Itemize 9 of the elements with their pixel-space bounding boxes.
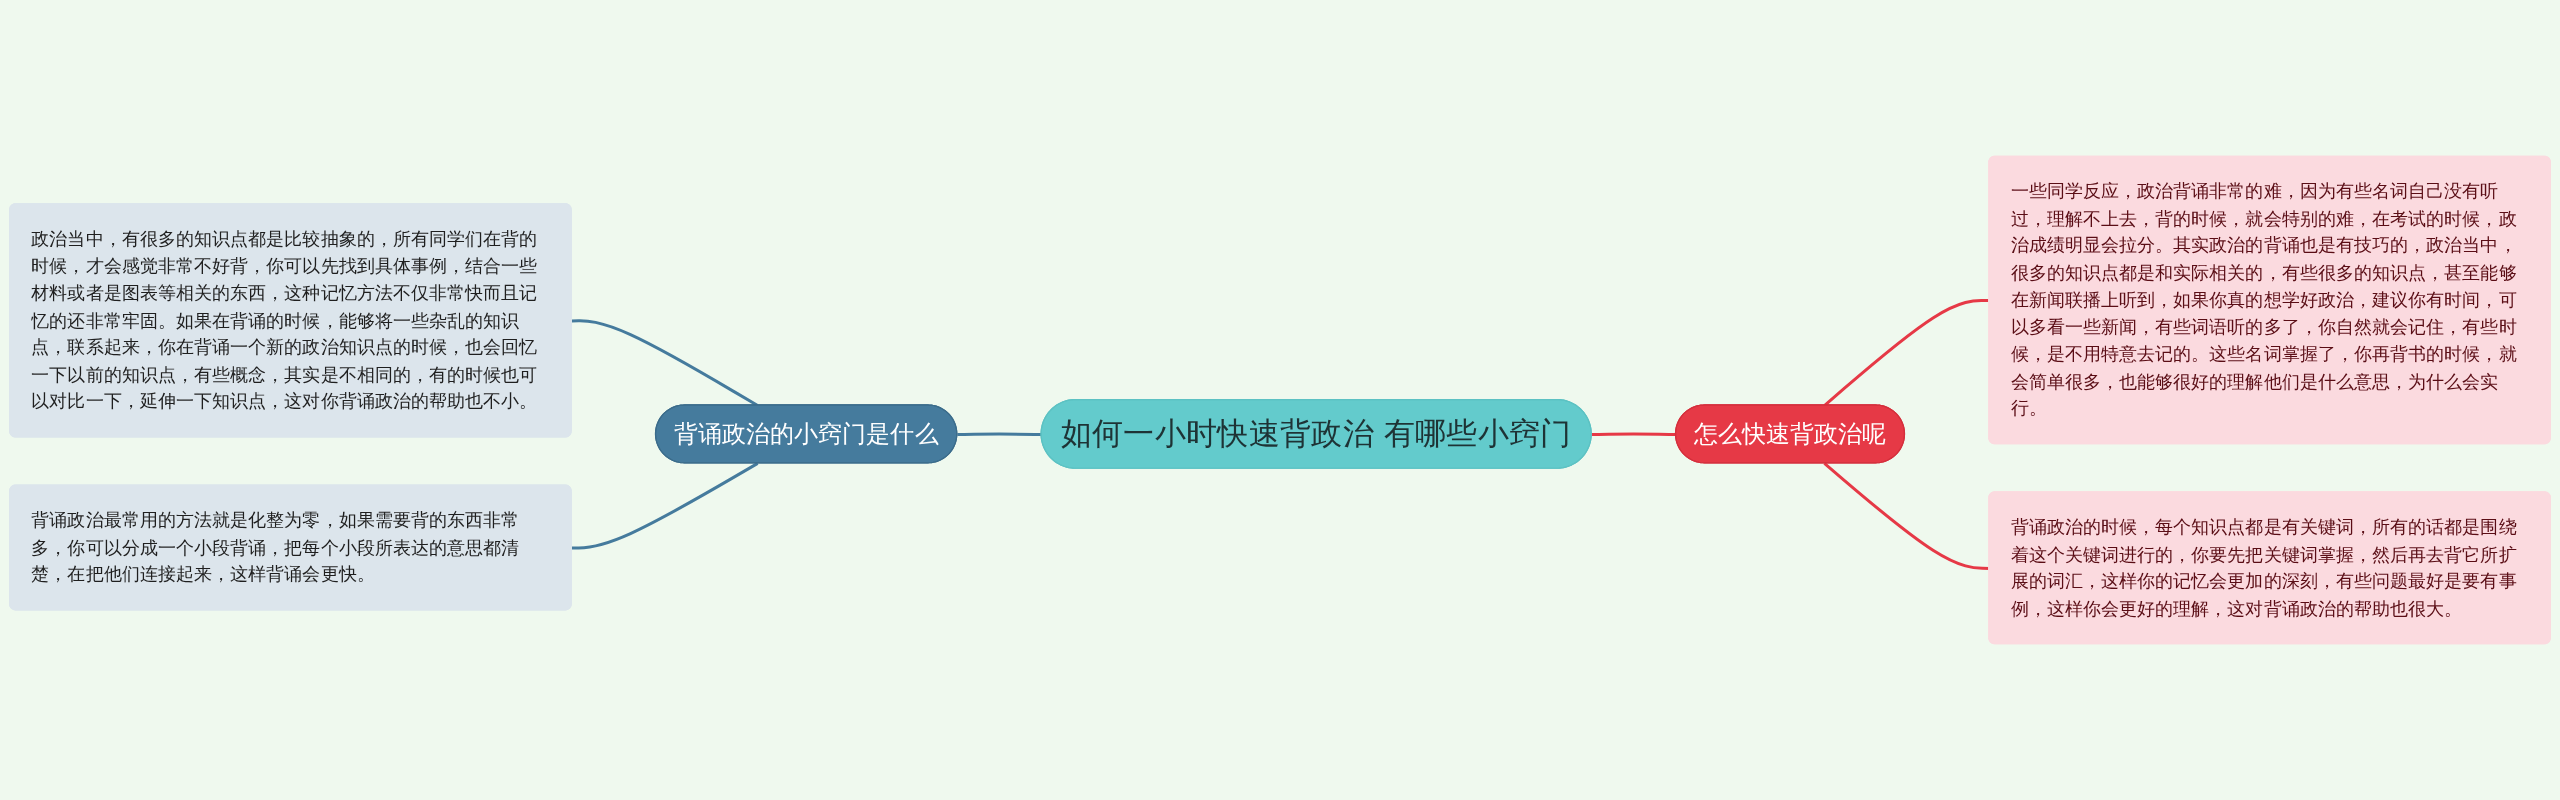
connector-line: [571, 462, 759, 550]
branch-topic: 背诵政治的小窍门是什么: [654, 404, 958, 464]
note-card: 背诵政治最常用的方法就是化整为零，如果需要背的东西非常多，你可以分成一个小段背诵，把每个小段所表达的意思都清楚，在把他们连接起来，这样背诵会更快。: [9, 484, 572, 611]
connector-line: [957, 432, 1042, 436]
note-card: 背诵政治的时候，每个知识点都是有关键词，所有的话都是围绕着这个关键词进行的，你要先把关键词掌握，然后再去背它所扩展的词汇，这样你的记忆会更加的深刻，有些问题最好是要有事例，这样你会更好的理解，这对背诵政治的帮助也很大。: [1988, 491, 2551, 645]
note-card: 政治当中，有很多的知识点都是比较抽象的，所有同学们在背的时候，才会感觉非常不好背，你可以先找到具体事例，结合一些材料或者是图表等相关的东西，这种记忆方法不仅非常快而且记忆的还非常牢固。如果在背诵的时候，能够将一些杂乱的知识点，联系起来，你在背诵一个新的政治知识点的时候，也会回忆一下以前的知识点，有些概念，其实是不相同的，有的时候也可以对比一下，延伸一下知识点，这对你背诵政治的帮助也不小。: [9, 203, 572, 438]
central-topic: 如何一小时快速背政治 有哪些小窍门: [1040, 398, 1592, 469]
branch-topic: 怎么快速背政治呢: [1674, 404, 1906, 464]
note-card: 一些同学反应，政治背诵非常的难，因为有些名词自己没有听过，理解不上去，背的时候，就会特别的难，在考试的时候，政治成绩明显会拉分。其实政治的背诵也是有技巧的，政治当中，很多的知识点都是和实际相关的，有些很多的知识点，甚至能够在新闻联播上听到，如果你真的想学好政治，建议你有时间，可以多看一些新闻，有些词语听的多了，你自然就会记住，有些时候，是不用特意去记的。这些名词掌握了，你再背书的时候，就会简单很多，也能够很好的理解他们是什么意思，为什么会实行。: [1988, 155, 2551, 445]
